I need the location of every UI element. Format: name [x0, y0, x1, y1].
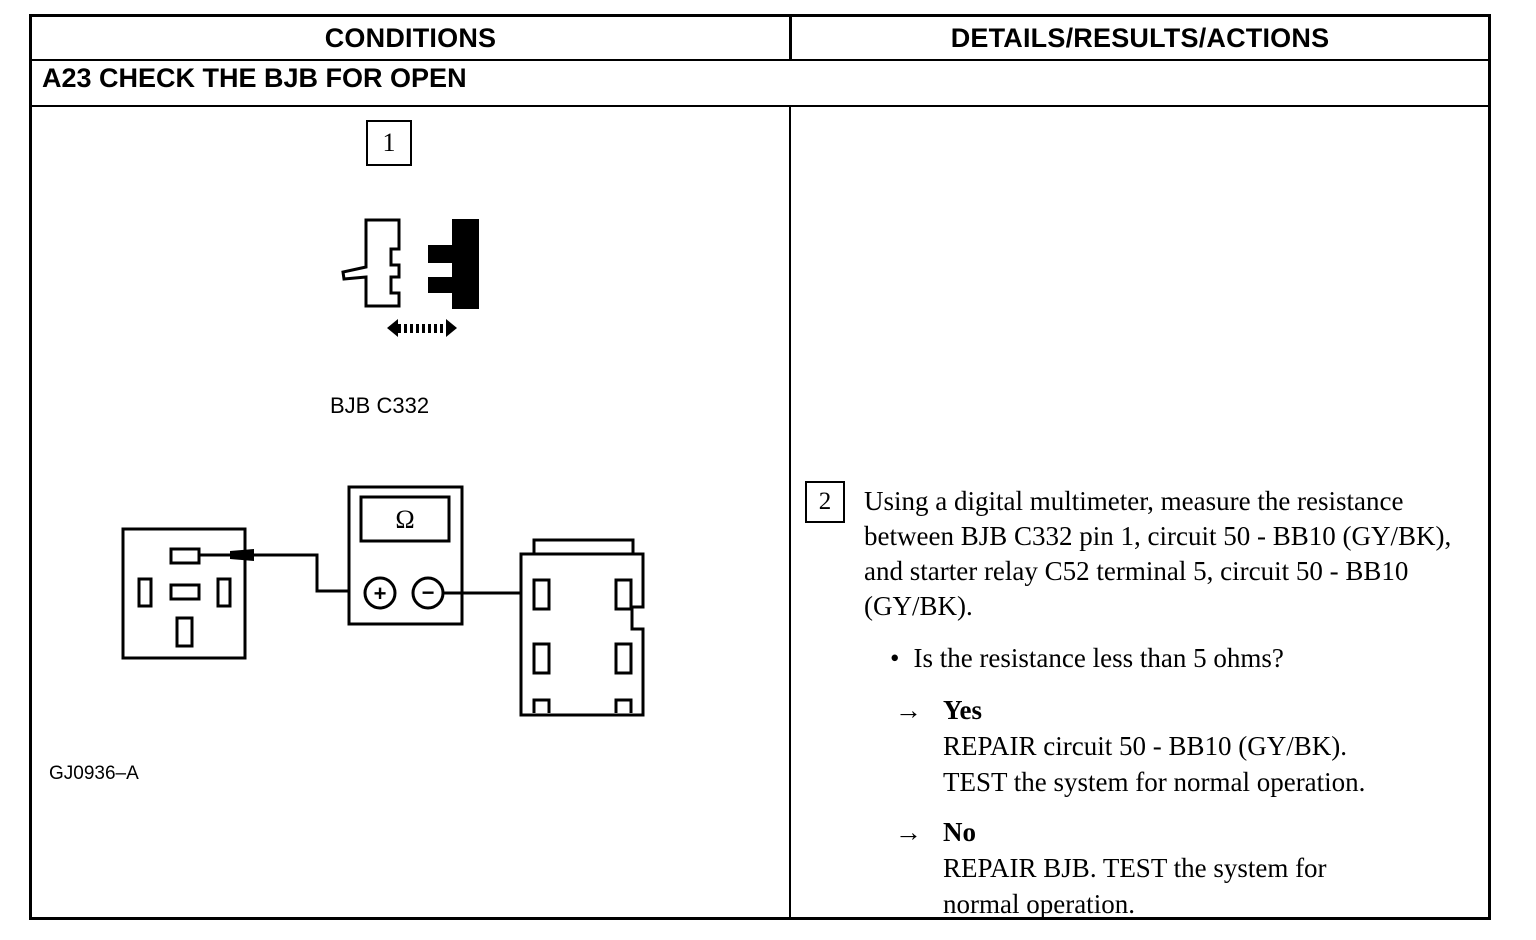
no-action-line2: normal operation.: [943, 889, 1135, 919]
header-divider: [32, 59, 1488, 61]
yes-action-line2: TEST the system for normal operation.: [943, 767, 1366, 797]
ohm-symbol: Ω: [395, 505, 414, 534]
yes-action-line1: REPAIR circuit 50 - BB10 (GY/BK).: [943, 731, 1347, 761]
column-divider-header: [789, 17, 792, 59]
question-text: Is the resistance less than 5 ohms?: [913, 643, 1284, 673]
multimeter-icon: Ω + −: [347, 485, 464, 626]
arrow-right-icon: →: [895, 817, 922, 847]
bullet-icon: •: [890, 643, 900, 673]
header-conditions: CONDITIONS: [324, 22, 497, 53]
answer-no: → No REPAIR BJB. TEST the system for norm…: [895, 814, 1327, 922]
connector-caption: BJB C332: [330, 393, 430, 418]
step-2-box: 2: [805, 481, 845, 523]
no-label: No: [943, 817, 976, 847]
minus-terminal-icon: −: [422, 580, 435, 605]
plus-terminal-icon: +: [374, 581, 387, 606]
header-details: DETAILS/RESULTS/ACTIONS: [950, 22, 1330, 53]
yes-label: Yes: [943, 695, 982, 725]
instruction-text: Using a digital multimeter, measure the …: [864, 486, 1452, 621]
procedure-table: CONDITIONS DETAILS/RESULTS/ACTIONS A23 C…: [29, 14, 1491, 920]
question-item: • Is the resistance less than 5 ohms?: [890, 643, 1284, 674]
connector-disconnect-icon: [341, 218, 479, 337]
column-divider: [789, 105, 791, 917]
test-lead-left: [199, 549, 351, 593]
wiring-diagram: Ω + −: [121, 218, 645, 717]
no-action-line1: REPAIR BJB. TEST the system for: [943, 853, 1327, 883]
answer-yes: → Yes REPAIR circuit 50 - BB10 (GY/BK). T…: [895, 692, 1365, 800]
starter-relay-connector: [519, 538, 645, 717]
bjb-connector-face: [121, 527, 247, 660]
step-title: A23 CHECK THE BJB FOR OPEN: [42, 63, 467, 93]
figure-id: GJ0936–A: [49, 763, 139, 784]
step-1-box: 1: [366, 120, 412, 166]
title-divider: [32, 105, 1488, 107]
arrow-right-icon: →: [895, 695, 922, 725]
